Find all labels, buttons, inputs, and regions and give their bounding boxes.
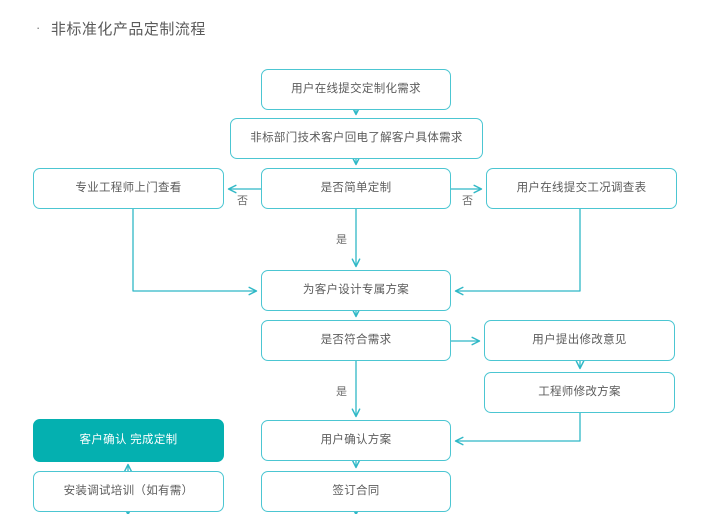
node-user-confirm-plan[interactable]: 用户确认方案	[261, 420, 451, 461]
edge-label-yes-top: 是	[336, 234, 348, 246]
edge-label-yes-mid: 是	[336, 386, 348, 398]
node-is-simple-custom[interactable]: 是否简单定制	[261, 168, 451, 209]
edge-label-no-right: 否	[462, 195, 474, 207]
node-engineer-revise[interactable]: 工程师修改方案	[484, 372, 675, 413]
node-engineer-visit[interactable]: 专业工程师上门查看	[33, 168, 224, 209]
node-label: 用户在线提交工况调查表	[516, 181, 647, 194]
node-customer-confirm[interactable]: 客户确认 完成定制	[33, 419, 224, 462]
node-label: 签订合同	[332, 484, 380, 497]
page-title: · 非标准化产品定制流程	[36, 18, 206, 39]
edge-survey-to-design	[454, 208, 581, 296]
node-user-revision[interactable]: 用户提出修改意见	[484, 320, 675, 361]
node-label: 专业工程师上门查看	[75, 181, 182, 194]
node-callback-details[interactable]: 非标部门技术客户回电了解客户具体需求	[230, 118, 483, 159]
node-label: 是否符合需求	[320, 333, 392, 346]
node-label: 是否简单定制	[320, 181, 392, 194]
node-submit-request[interactable]: 用户在线提交定制化需求	[261, 69, 451, 110]
node-label: 工程师修改方案	[538, 385, 621, 398]
page-title-text: 非标准化产品定制流程	[50, 21, 206, 38]
node-submit-survey[interactable]: 用户在线提交工况调查表	[486, 168, 677, 209]
node-design-plan[interactable]: 为客户设计专属方案	[261, 270, 451, 311]
node-label: 用户确认方案	[320, 433, 392, 446]
node-label: 非标部门技术客户回电了解客户具体需求	[250, 131, 463, 144]
node-label: 用户提出修改意见	[532, 333, 627, 346]
bullet-icon: ·	[36, 20, 41, 35]
node-install-training[interactable]: 安装调试培训（如有需）	[33, 471, 224, 512]
node-label: 安装调试培训（如有需）	[63, 484, 194, 497]
node-sign-contract[interactable]: 签订合同	[261, 471, 451, 512]
edge-engineer-rev-to-confirm	[454, 412, 581, 446]
node-label: 用户在线提交定制化需求	[291, 82, 421, 95]
edge-label-no-left: 否	[237, 195, 249, 207]
node-meets-requirement[interactable]: 是否符合需求	[261, 320, 451, 361]
edge-engineer-to-design	[132, 208, 258, 296]
node-label: 为客户设计专属方案	[302, 283, 410, 296]
node-label: 客户确认 完成定制	[79, 433, 178, 446]
